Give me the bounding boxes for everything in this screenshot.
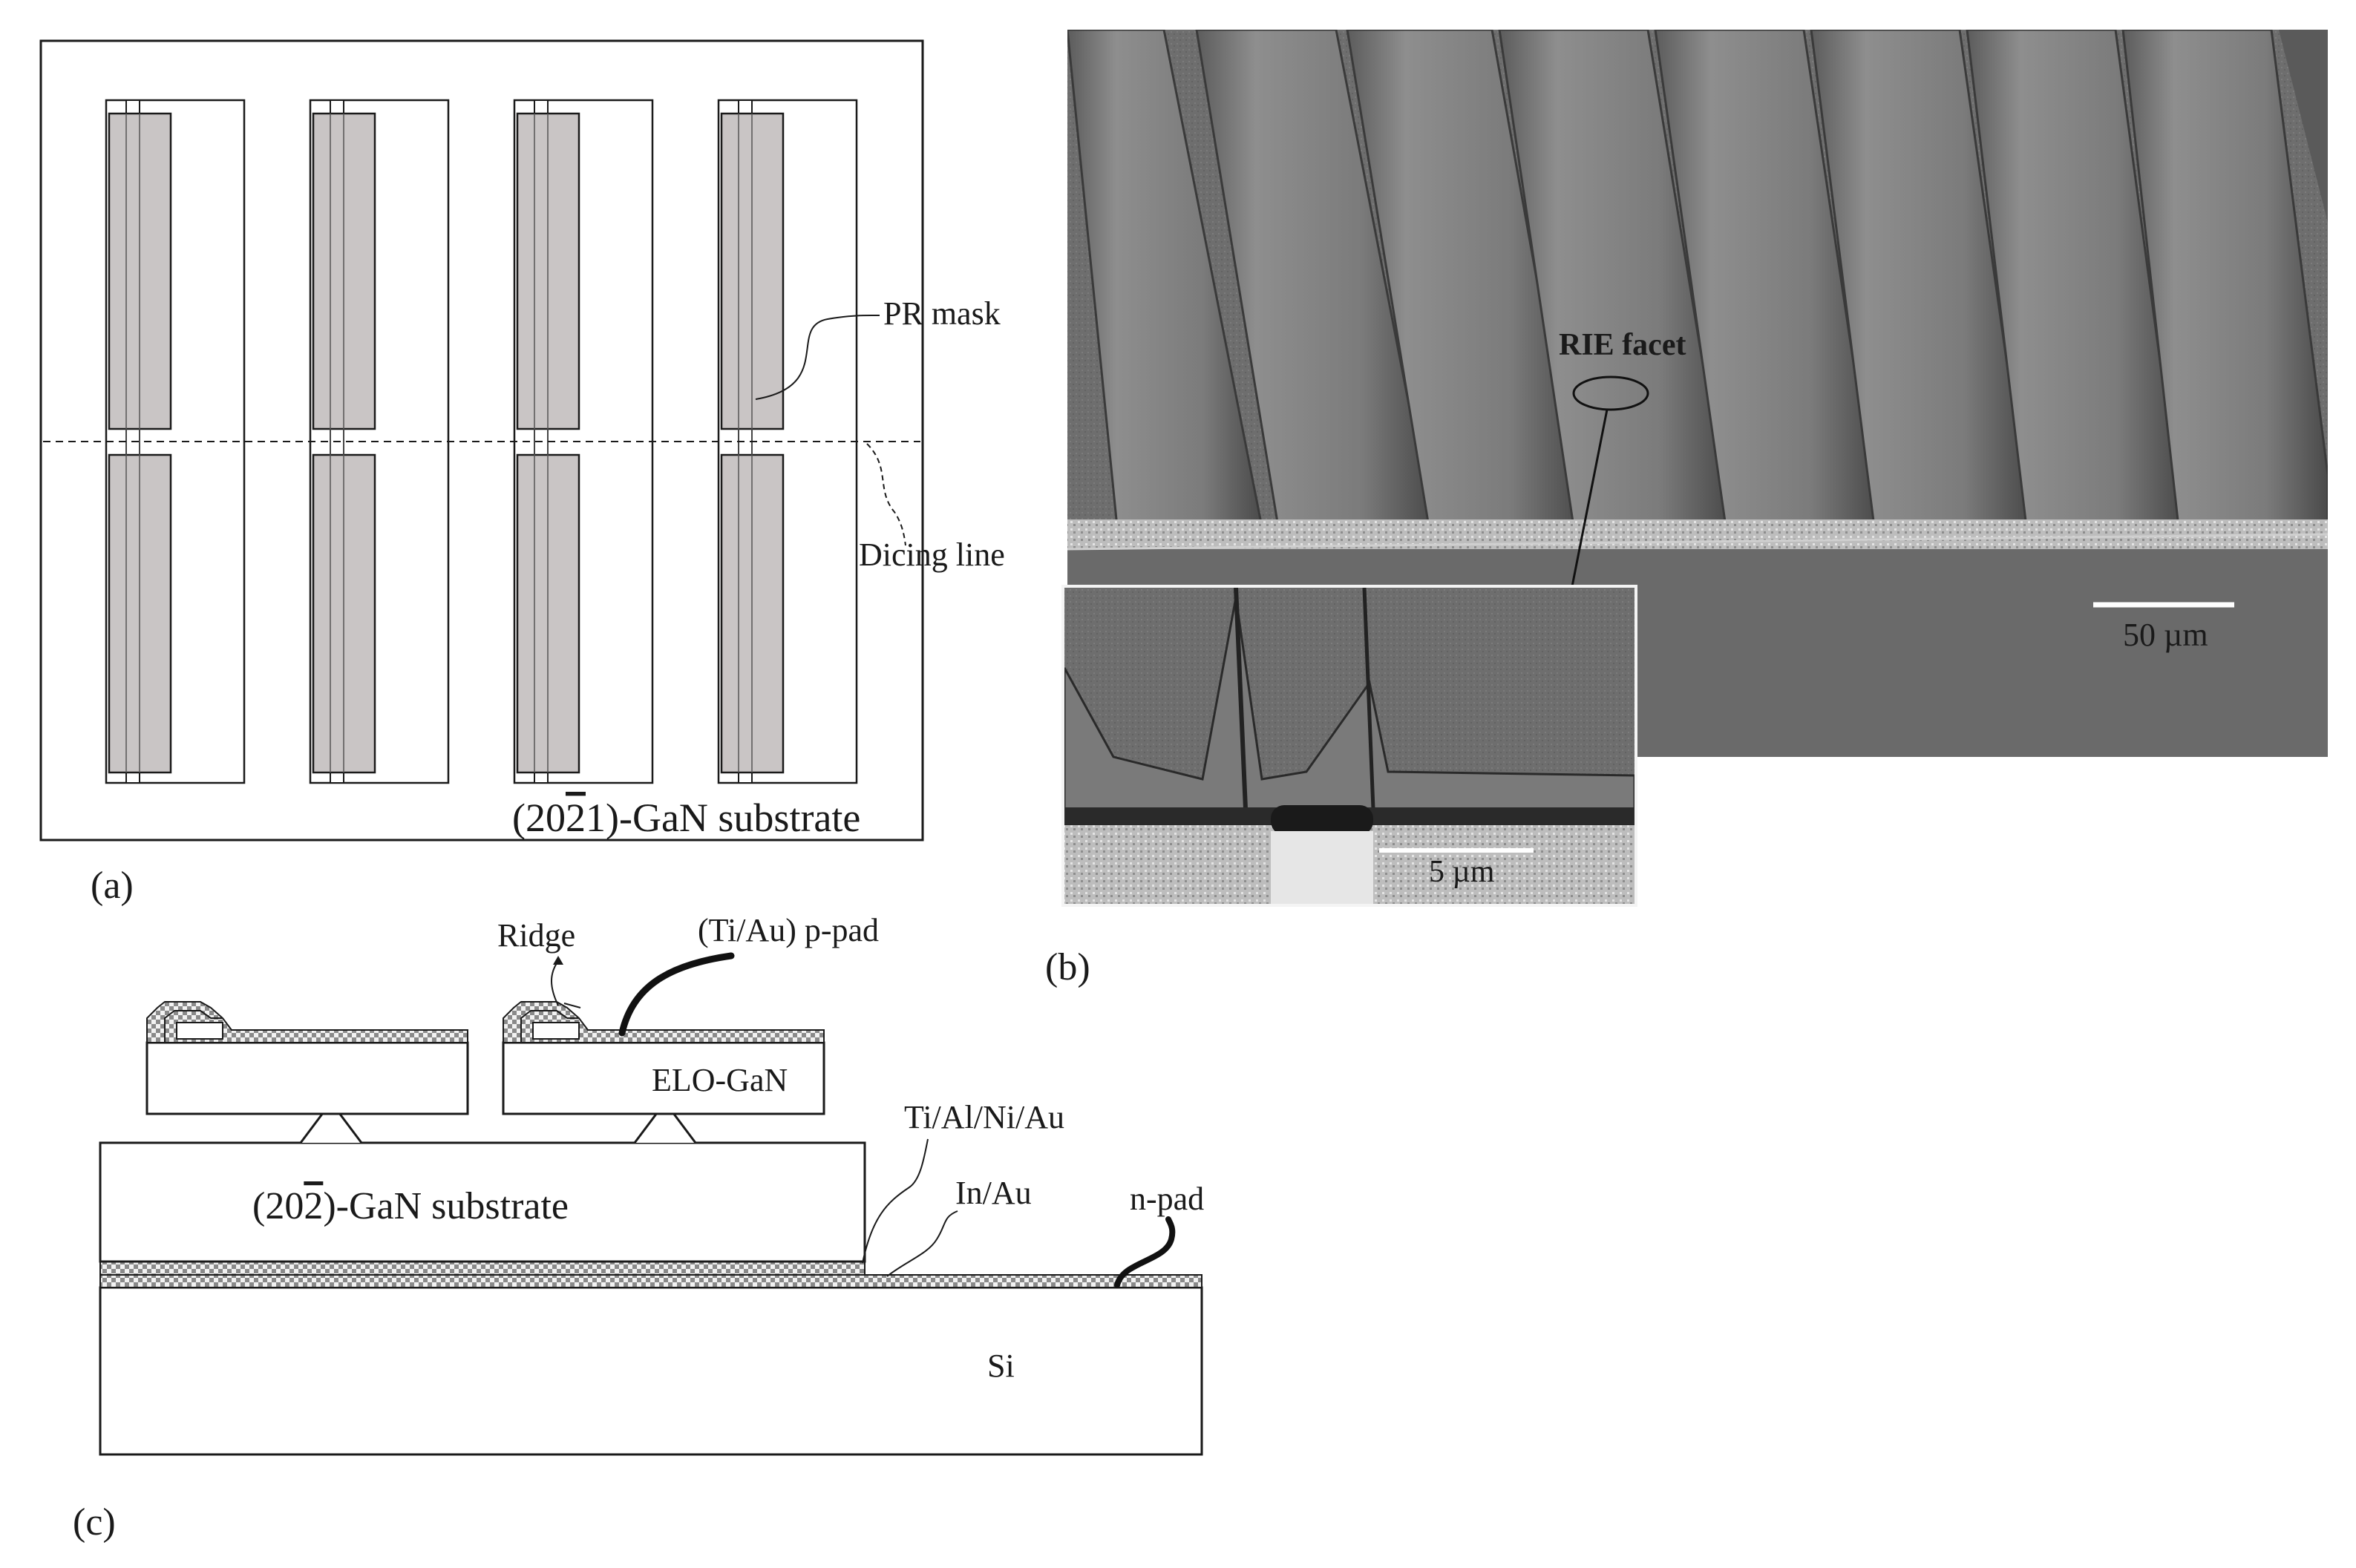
elo-gan-label: ELO-GaN	[652, 1062, 788, 1098]
metal-leader	[862, 1138, 929, 1264]
facet-edge	[1067, 519, 2328, 549]
dicing-line-leader	[866, 443, 906, 546]
ppad-wire	[618, 952, 735, 1037]
npad-wire	[1114, 1216, 1176, 1288]
elo-chip-right: ELO-GaN	[502, 1001, 825, 1144]
panel-b: RIE facet 50 µm 5 µm (b)	[1045, 30, 2328, 988]
panel-c: ELO-GaN Ridge (Ti/Au) p-pad Ti/Al/Ni/Au …	[73, 912, 1204, 1544]
inau-layer	[99, 1274, 1202, 1288]
panel-a-label: (a)	[91, 865, 134, 907]
si-substrate	[99, 1286, 1203, 1456]
ridge-label: Ridge	[497, 917, 575, 954]
wafer-outline	[39, 39, 924, 842]
substrate-label-a: (2021)-GaN substrate	[512, 796, 860, 840]
panel-c-label: (c)	[73, 1501, 116, 1544]
sem-inset: 5 µm	[1061, 585, 1637, 907]
inau-leader	[886, 1210, 958, 1277]
scale-inset-label: 5 µm	[1429, 855, 1495, 889]
laser-bar-3	[513, 99, 654, 784]
ridge-pointer	[551, 960, 559, 1006]
metal-label: Ti/Al/Ni/Au	[904, 1099, 1064, 1135]
substrate-label-c: (202)-GaN substrate	[252, 1185, 569, 1227]
facet-pointer	[1571, 409, 1609, 587]
pr-mask-label: PR mask	[883, 295, 1001, 332]
panel-a: PR mask Dicing line (2021)-GaN substrate…	[39, 39, 1005, 907]
sem-stripes	[1067, 30, 2328, 528]
panel-b-label: (b)	[1045, 946, 1090, 988]
npad-label: n-pad	[1130, 1181, 1204, 1217]
ppad-label: (Ti/Au) p-pad	[698, 912, 879, 948]
pr-mask-leader	[755, 314, 880, 400]
laser-bar-1	[105, 99, 246, 784]
gan-substrate	[99, 1141, 866, 1263]
dicing-line-label: Dicing line	[859, 537, 1005, 573]
rie-facet-marker	[1572, 375, 1649, 411]
inau-label: In/Au	[955, 1175, 1032, 1211]
scale-main-label: 50 µm	[2123, 617, 2208, 653]
elo-chip-left	[145, 1001, 469, 1144]
si-label: Si	[987, 1348, 1015, 1384]
laser-bar-4	[717, 99, 858, 784]
metal-layer	[99, 1261, 865, 1276]
rie-facet-label: RIE facet	[1559, 328, 1686, 362]
